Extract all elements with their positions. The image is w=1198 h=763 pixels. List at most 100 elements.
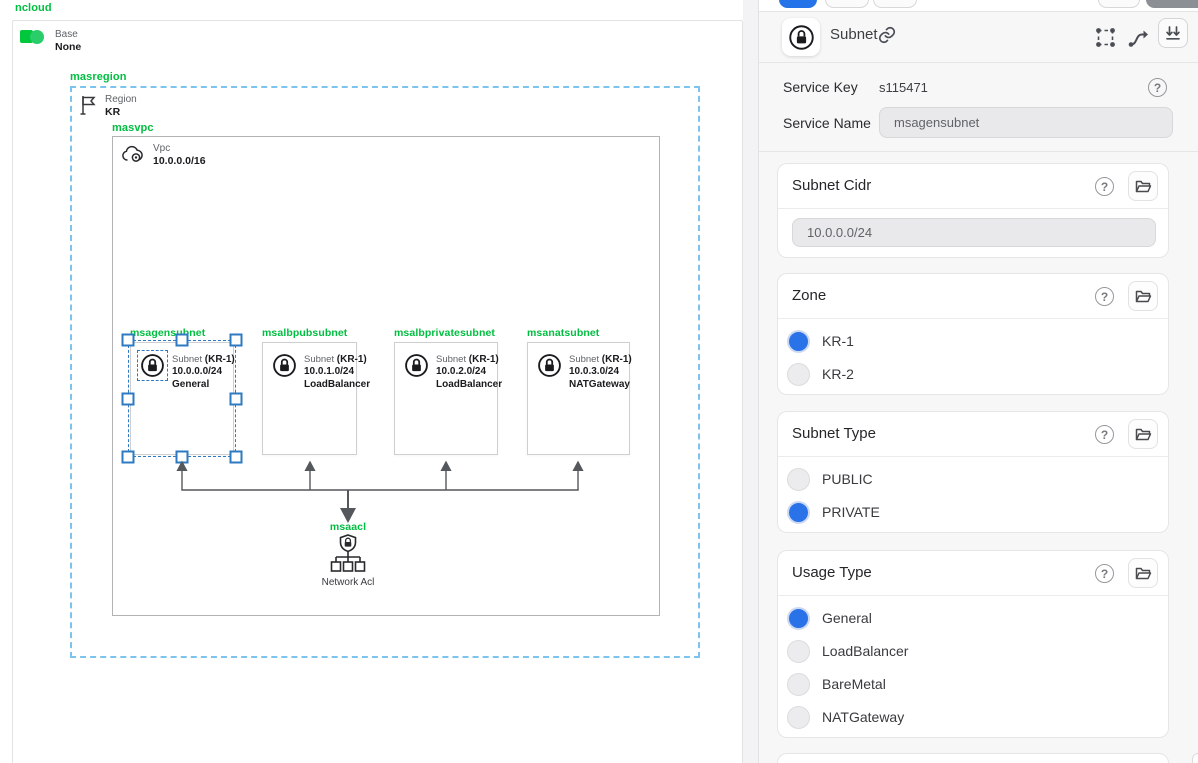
subnet-node-msanatsubnet[interactable]: Subnet (KR-1) 10.0.3.0/24 NATGateway [527,342,632,455]
help-icon[interactable]: ? [1095,425,1114,444]
subnet-usage: LoadBalancer [304,378,371,390]
service-name-input[interactable]: msagensubnet [879,107,1173,138]
region-flag-icon [78,94,98,116]
base-label: Base [55,29,78,40]
network-acl-node[interactable] [329,533,367,575]
subnet-node-msagensubnet[interactable]: Subnet (KR-1) 10.0.0.0/24 General [121,333,243,464]
radio-button[interactable] [787,705,810,729]
folder-button[interactable] [1128,558,1158,588]
subnet-tag: msalbpubsubnet [262,327,348,339]
folder-button[interactable] [1128,419,1158,449]
help-icon[interactable]: ? [1095,177,1114,196]
subnet-label: Subnet [436,354,467,365]
resize-handle[interactable] [121,392,135,405]
radio-button[interactable] [787,672,810,696]
subnet-zone: (KR-1) [468,354,499,365]
radio-option-loadbalancer[interactable]: LoadBalancer [787,639,908,663]
acl-label: Network Acl [321,577,375,588]
radio-option-private[interactable]: PRIVATE [787,500,880,524]
resize-handle[interactable] [121,333,135,347]
toolbar-primary-button[interactable] [779,0,817,8]
folder-button[interactable] [1128,281,1158,311]
resize-handle[interactable] [121,450,135,464]
subnet-zone: (KR-1) [601,354,632,365]
service-name-label: Service Name [783,115,871,131]
radio-label: PUBLIC [822,471,873,487]
region-node[interactable]: Region KR [70,86,700,658]
region-tag: masregion [70,71,127,83]
radio-option-public[interactable]: PUBLIC [787,467,873,491]
section-title: Usage Type [792,564,872,581]
section-subnet-cidr: Subnet Cidr ? 10.0.0.0/24 [777,163,1169,258]
radio-option-general[interactable]: General [787,606,872,630]
subnet-cidr: 10.0.0.0/24 [172,366,223,377]
subnet-label: Subnet [569,354,600,365]
section-zone: Zone ? KR-1 KR-2 [777,273,1169,395]
base-icon [20,29,48,44]
canvas-panel-gutter [743,0,758,763]
subnet-label: Subnet [304,354,335,365]
section-next-partial [777,753,1169,763]
floating-button-partial[interactable] [1192,753,1198,763]
resize-handle[interactable] [229,450,243,464]
folder-button[interactable] [1128,171,1158,201]
help-icon[interactable]: ? [1148,78,1167,97]
section-title: Subnet Type [792,425,876,442]
subnet-lock-icon [404,353,429,391]
help-icon[interactable]: ? [1095,564,1114,583]
resize-handle[interactable] [229,392,243,405]
top-toolbar [759,0,1198,12]
subnet-tag: msalbprivatesubnet [394,327,495,339]
radio-option-baremetal[interactable]: BareMetal [787,672,886,696]
toolbar-dark-button[interactable] [1146,0,1198,8]
subnet-cidr: 10.0.1.0/24 [304,366,355,377]
network-acl-icon [329,533,367,575]
radio-button[interactable] [787,639,810,663]
radio-label: KR-2 [822,366,854,382]
radio-option-kr-2[interactable]: KR-2 [787,362,854,386]
subnet-node-msalbpubsubnet[interactable]: Subnet (KR-1) 10.0.1.0/24 LoadBalancer [262,342,370,455]
resize-handle[interactable] [175,333,189,347]
help-icon[interactable]: ? [1095,287,1114,306]
subnet-cidr: 10.0.3.0/24 [569,366,620,377]
toolbar-button[interactable] [825,0,869,8]
subnet-tag: msagensubnet [130,327,206,339]
resize-handle[interactable] [175,450,189,464]
subnet-lock-icon [537,353,562,391]
radio-option-kr-1[interactable]: KR-1 [787,329,854,353]
connector-tool-icon[interactable] [1126,26,1150,49]
vpc-tag: masvpc [112,122,154,134]
panel-header: Subnet [759,12,1198,63]
panel-title: Subnet [830,26,878,43]
subnet-cidr-input[interactable]: 10.0.0.0/24 [792,218,1156,247]
radio-button[interactable] [787,606,810,630]
radio-button[interactable] [787,500,810,524]
toolbar-button[interactable] [873,0,917,8]
vpc-label: Vpc [153,143,171,154]
radio-button[interactable] [787,329,810,353]
resize-handle[interactable] [229,333,243,347]
properties-panel: Subnet [758,0,1198,763]
service-key-value: s115471 [879,80,928,95]
radio-label: KR-1 [822,333,854,349]
radio-button[interactable] [787,467,810,491]
subnet-usage: General [172,378,210,390]
acl-tag: msaacl [329,521,367,533]
subnet-node-msalbprivatesubnet[interactable]: Subnet (KR-1) 10.0.2.0/24 LoadBalancer [394,342,502,455]
subnet-label: Subnet [172,354,203,365]
vpc-value: 10.0.0.0/16 [153,155,206,167]
link-icon[interactable] [877,25,897,45]
section-title: Subnet Cidr [792,177,872,194]
vpc-cloud-icon [120,143,146,165]
subnet-type-icon-tile [782,18,820,56]
service-key-label: Service Key [783,79,858,95]
region-value: KR [105,106,121,118]
radio-option-natgateway[interactable]: NATGateway [787,705,904,729]
diagram-canvas[interactable]: ncloud Base None masregion [0,0,743,763]
transform-select-icon[interactable] [1094,26,1117,49]
radio-button[interactable] [787,362,810,386]
toolbar-button[interactable] [1098,0,1140,8]
workspace-label: ncloud [15,2,52,14]
collapse-all-button[interactable] [1158,18,1188,48]
